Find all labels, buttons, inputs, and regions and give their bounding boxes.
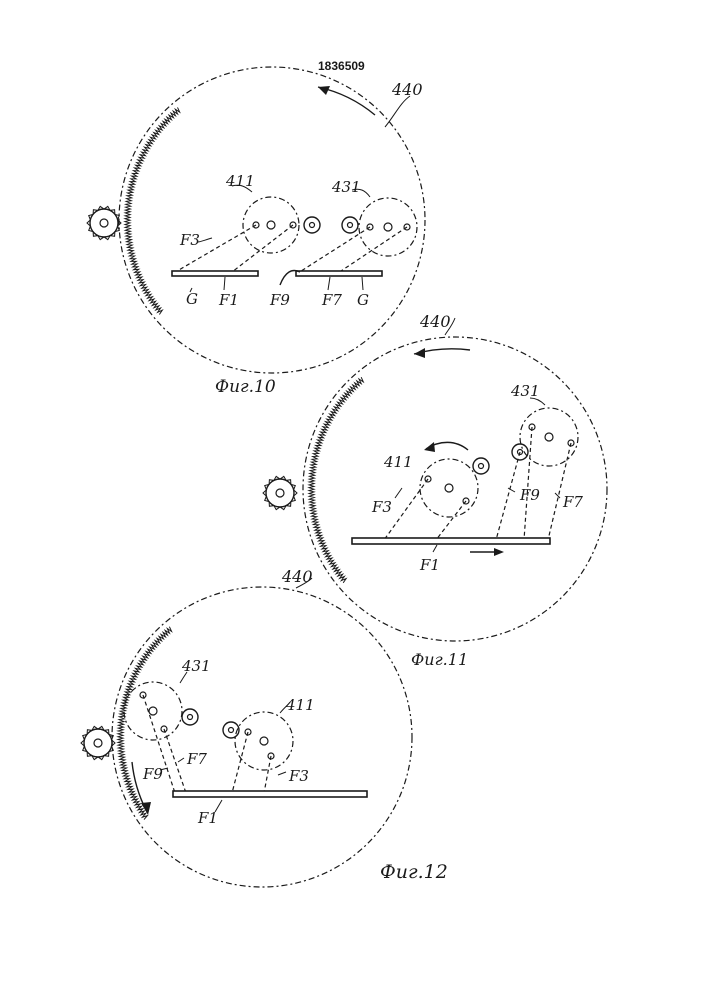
- label-f9: F9: [142, 765, 163, 783]
- linkage-f7: [524, 427, 571, 540]
- external-gear-left: [87, 206, 121, 239]
- label-f3: F3: [371, 498, 392, 516]
- linkage-f7: [164, 729, 186, 793]
- gear-431-label: 431: [510, 382, 540, 400]
- linkage-f9: [298, 227, 370, 273]
- gear-431: [124, 682, 198, 740]
- gear-431-label: 431: [181, 657, 211, 675]
- external-gear-left: [263, 476, 297, 509]
- gear-rotation-arrowhead: [424, 442, 435, 452]
- label-f9: F9: [269, 291, 290, 309]
- gear-411-label: 411: [285, 696, 315, 714]
- label-f7: F7: [321, 291, 342, 309]
- label-g-left: G: [186, 290, 198, 308]
- gear-411-label: 411: [225, 172, 255, 190]
- linkage-f9: [496, 452, 520, 540]
- label-f1: F1: [419, 556, 440, 574]
- label-f7: F7: [562, 493, 583, 511]
- drum-label: 440: [391, 80, 423, 99]
- external-gear-left: [81, 726, 115, 759]
- gear-411-label: 411: [383, 453, 413, 471]
- linkage-f1: [232, 732, 248, 793]
- movement-arrowhead: [494, 548, 504, 556]
- linkage-f1: [436, 501, 466, 540]
- figure-12: 440 431 411: [81, 567, 448, 887]
- drum-label: 440: [281, 567, 313, 586]
- toothed-rim: [309, 377, 363, 583]
- label-f3: F3: [288, 767, 309, 785]
- figure-11: 440 431 411: [263, 312, 607, 669]
- gear-431: [342, 198, 417, 256]
- f3-leader: [198, 238, 212, 242]
- drum-circle: [119, 67, 425, 373]
- label-f9: F9: [519, 486, 540, 504]
- drum-circle: [303, 337, 607, 641]
- figure-caption: Фиг.11: [411, 650, 468, 669]
- drum-label-leader: [385, 96, 410, 127]
- rotation-arrowhead: [318, 86, 330, 95]
- figure-10: 440 411 431: [87, 67, 425, 397]
- toothed-rim: [118, 627, 172, 820]
- document-number: 1836509: [318, 59, 365, 73]
- slide-bar-left: [172, 271, 258, 276]
- toothed-rim: [125, 107, 180, 314]
- gear-431-label: 431: [331, 178, 361, 196]
- drum-label: 440: [419, 312, 451, 331]
- linkage-f1: [232, 225, 293, 272]
- label-leaders: [160, 758, 286, 812]
- slide-bar-right: [296, 271, 382, 276]
- linkage-f7: [338, 227, 407, 273]
- label-f7: F7: [186, 750, 207, 768]
- figure-caption: Фиг.10: [215, 377, 276, 397]
- gear-411: [420, 458, 489, 517]
- gear-411: [243, 197, 320, 253]
- slide-bar: [352, 538, 550, 544]
- slide-bar: [173, 791, 367, 797]
- gear-411: [223, 712, 293, 770]
- bottom-leaders: [190, 277, 363, 292]
- label-f1: F1: [218, 291, 239, 309]
- linkage-f3: [264, 756, 271, 793]
- label-f3: F3: [179, 231, 200, 249]
- label-g-right: G: [357, 291, 369, 309]
- figure-caption: Фиг.12: [380, 861, 448, 883]
